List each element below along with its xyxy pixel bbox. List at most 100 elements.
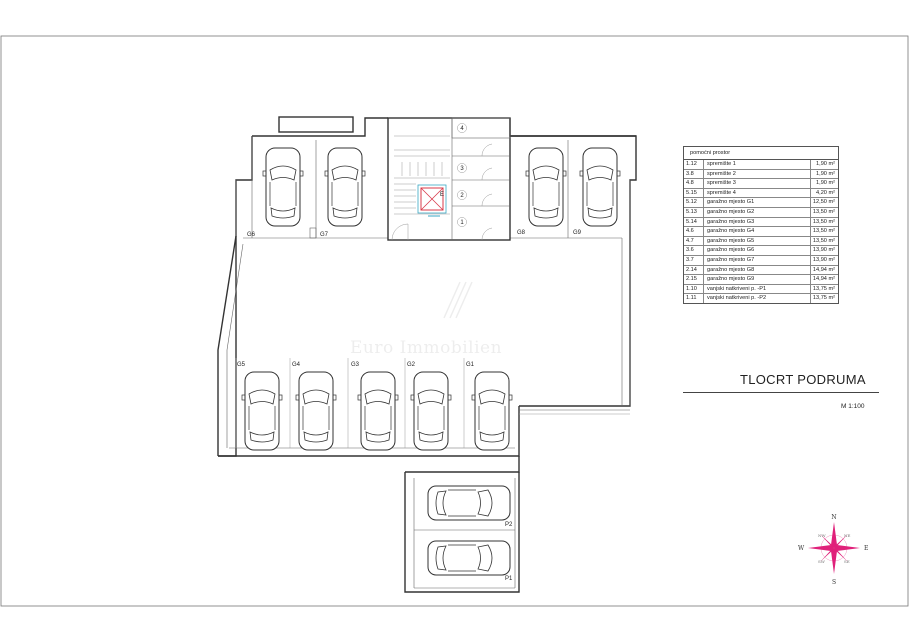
compass-s: S [832,579,836,586]
legend-row-name: vanjski natkriveni p. -P2 [704,294,811,303]
legend-row-name: spremište 2 [704,169,811,179]
watermark-logo [443,281,473,319]
legend-row-id: 4.6 [684,227,704,236]
legend-row-id: 5.15 [684,188,704,198]
space-label-g9: G9 [573,230,582,236]
space-label-g4: G4 [292,362,301,368]
space-label-g7: G7 [320,232,329,238]
legend-row-name: garažno mjesto G2 [704,207,811,217]
legend-row-area: 14,94 m² [812,266,835,273]
legend-row-id: 3.6 [684,246,704,255]
compass-e: E [864,545,868,552]
legend-row-name: garažno mjesto G1 [704,198,811,207]
legend-row-id: 5.13 [684,207,704,217]
legend-row-name: garažno mjesto G4 [704,227,811,236]
compass-ne: NE [844,533,851,538]
legend-row-area: 1,90 m² [816,161,835,167]
compass-n: N [831,514,836,521]
compass-w: W [798,545,805,552]
legend-row-name: garažno mjesto G9 [704,275,811,284]
legend-row-name: garažno mjesto G3 [704,217,811,227]
car-icon [241,371,283,451]
legend-row-id: 5.14 [684,217,704,227]
legend-row-area: 4,20 m² [816,189,835,196]
core-stair-elevator: E [387,117,511,241]
storage-numbers: 4 3 2 1 [457,123,467,227]
storage-2-number: 2 [460,193,464,199]
car-icon [427,485,511,521]
space-label-g3: G3 [351,362,360,368]
legend-row-id: 3.7 [684,255,704,265]
title-underline [683,392,879,393]
legend-row-area: 13,75 m² [812,295,835,302]
car-icon [579,147,621,227]
legend-row-area: 1,90 m² [816,180,835,187]
space-label-g5: G5 [237,362,246,368]
legend-row-area: 13,50 m² [812,218,835,225]
sheet-frame [0,35,909,607]
compass-sw: SW [818,559,826,564]
space-label-g8: G8 [517,230,526,236]
legend-row-name: vanjski natkriveni p. -P1 [704,284,811,294]
legend-row-area: 13,50 m² [812,237,835,244]
outdoor-cars [427,485,511,576]
storage-4-number: 4 [460,126,464,132]
legend-row-area: 1,90 m² [816,170,835,177]
storage-1-number: 1 [460,220,464,226]
car-icon [410,371,452,451]
car-icon [357,371,399,451]
space-label-p2: P2 [505,522,513,528]
legend-row-id: 1.10 [684,284,704,294]
legend-row-id: 4.7 [684,236,704,246]
legend-row-id: 2.14 [684,265,704,275]
space-label-g6: G6 [247,232,256,238]
car-icon [324,147,366,227]
car-icon [262,147,304,227]
legend-row-name: garažno mjesto G7 [704,255,811,265]
legend-row-id: 2.15 [684,275,704,284]
plan-title: TLOCRT PODRUMA [740,372,866,387]
car-icon [525,147,567,227]
legend-row-area: 13,90 m² [812,256,835,263]
plan-scale: M 1:100 [841,403,865,410]
legend-row-area: 13,90 m² [812,247,835,254]
legend-row-id: 1.11 [684,294,704,303]
watermark-text: Euro Immobilien [350,338,503,358]
legend-row-name: garažno mjesto G6 [704,246,811,255]
legend-row-id: 4.8 [684,179,704,188]
legend-row-name: spremište 1 [704,160,811,169]
legend-row-name: garažno mjesto G5 [704,236,811,246]
car-icon [471,371,513,451]
legend-row-id: 3.8 [684,169,704,179]
elevator-label: E [440,192,444,198]
space-labels: G6 G7 G8 G9 G5 G4 G3 G2 G1 P2 P1 [237,230,582,582]
legend-row-area: 14,94 m² [812,276,835,283]
space-label-g2: G2 [407,362,416,368]
legend-row-name: spremište 4 [704,188,811,198]
compass-se: SE [844,559,850,564]
car-icon [427,540,511,576]
legend-row-id: 1.12 [684,160,704,169]
space-label-p1: P1 [505,576,513,582]
legend-row-area: 13,50 m² [812,228,835,235]
compass-nw: NW [818,533,827,538]
parked-cars [241,147,621,451]
